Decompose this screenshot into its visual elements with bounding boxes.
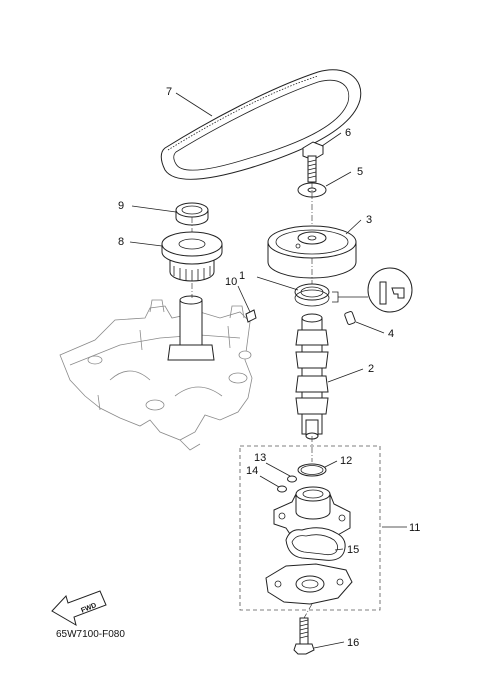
part-label-8: 8 [118, 236, 124, 248]
o-ring-small-b [277, 485, 287, 493]
part-label-7: 7 [166, 86, 172, 98]
assembly-axes [191, 182, 313, 619]
diagram-code: 65W7100-F080 [56, 629, 125, 640]
part-label-15: 15 [347, 544, 359, 556]
pump-cover-plate [265, 563, 353, 605]
part-label-4: 4 [388, 328, 394, 340]
fwd-arrow-icon: FWD [51, 590, 107, 627]
timing-belt [160, 69, 362, 180]
part-number-labels: 1 2 3 4 5 6 7 8 9 10 11 12 13 14 15 16 [118, 86, 420, 649]
part-label-12: 12 [340, 455, 352, 467]
leader-lines [129, 92, 407, 649]
part-label-16: 16 [347, 637, 359, 649]
part-label-13: 13 [254, 452, 266, 464]
drive-pulley [161, 231, 223, 282]
o-ring-large [297, 463, 327, 477]
detail-inset [332, 267, 413, 313]
part-label-5: 5 [357, 166, 363, 178]
crankshaft-end [167, 295, 215, 361]
part-label-14: 14 [246, 465, 258, 477]
o-ring-small-a [287, 475, 297, 483]
dowel-pin [344, 311, 356, 325]
part-label-11: 11 [409, 522, 420, 534]
pump-gasket [285, 527, 346, 561]
oil-seal [294, 283, 330, 307]
part-label-1: 1 [239, 270, 245, 282]
woodruff-key [245, 309, 257, 323]
part-label-10: 10 [225, 276, 237, 288]
part-label-6: 6 [345, 127, 351, 139]
oil-pump-assembly-box [239, 445, 381, 611]
pulley-bolt [302, 141, 324, 183]
cylinder-block-ghost [59, 299, 253, 451]
driven-pulley [267, 225, 357, 279]
part-label-3: 3 [366, 214, 372, 226]
pump-bolt [293, 617, 315, 655]
part-label-9: 9 [118, 200, 124, 212]
camshaft [295, 313, 329, 440]
part-label-2: 2 [368, 363, 374, 375]
